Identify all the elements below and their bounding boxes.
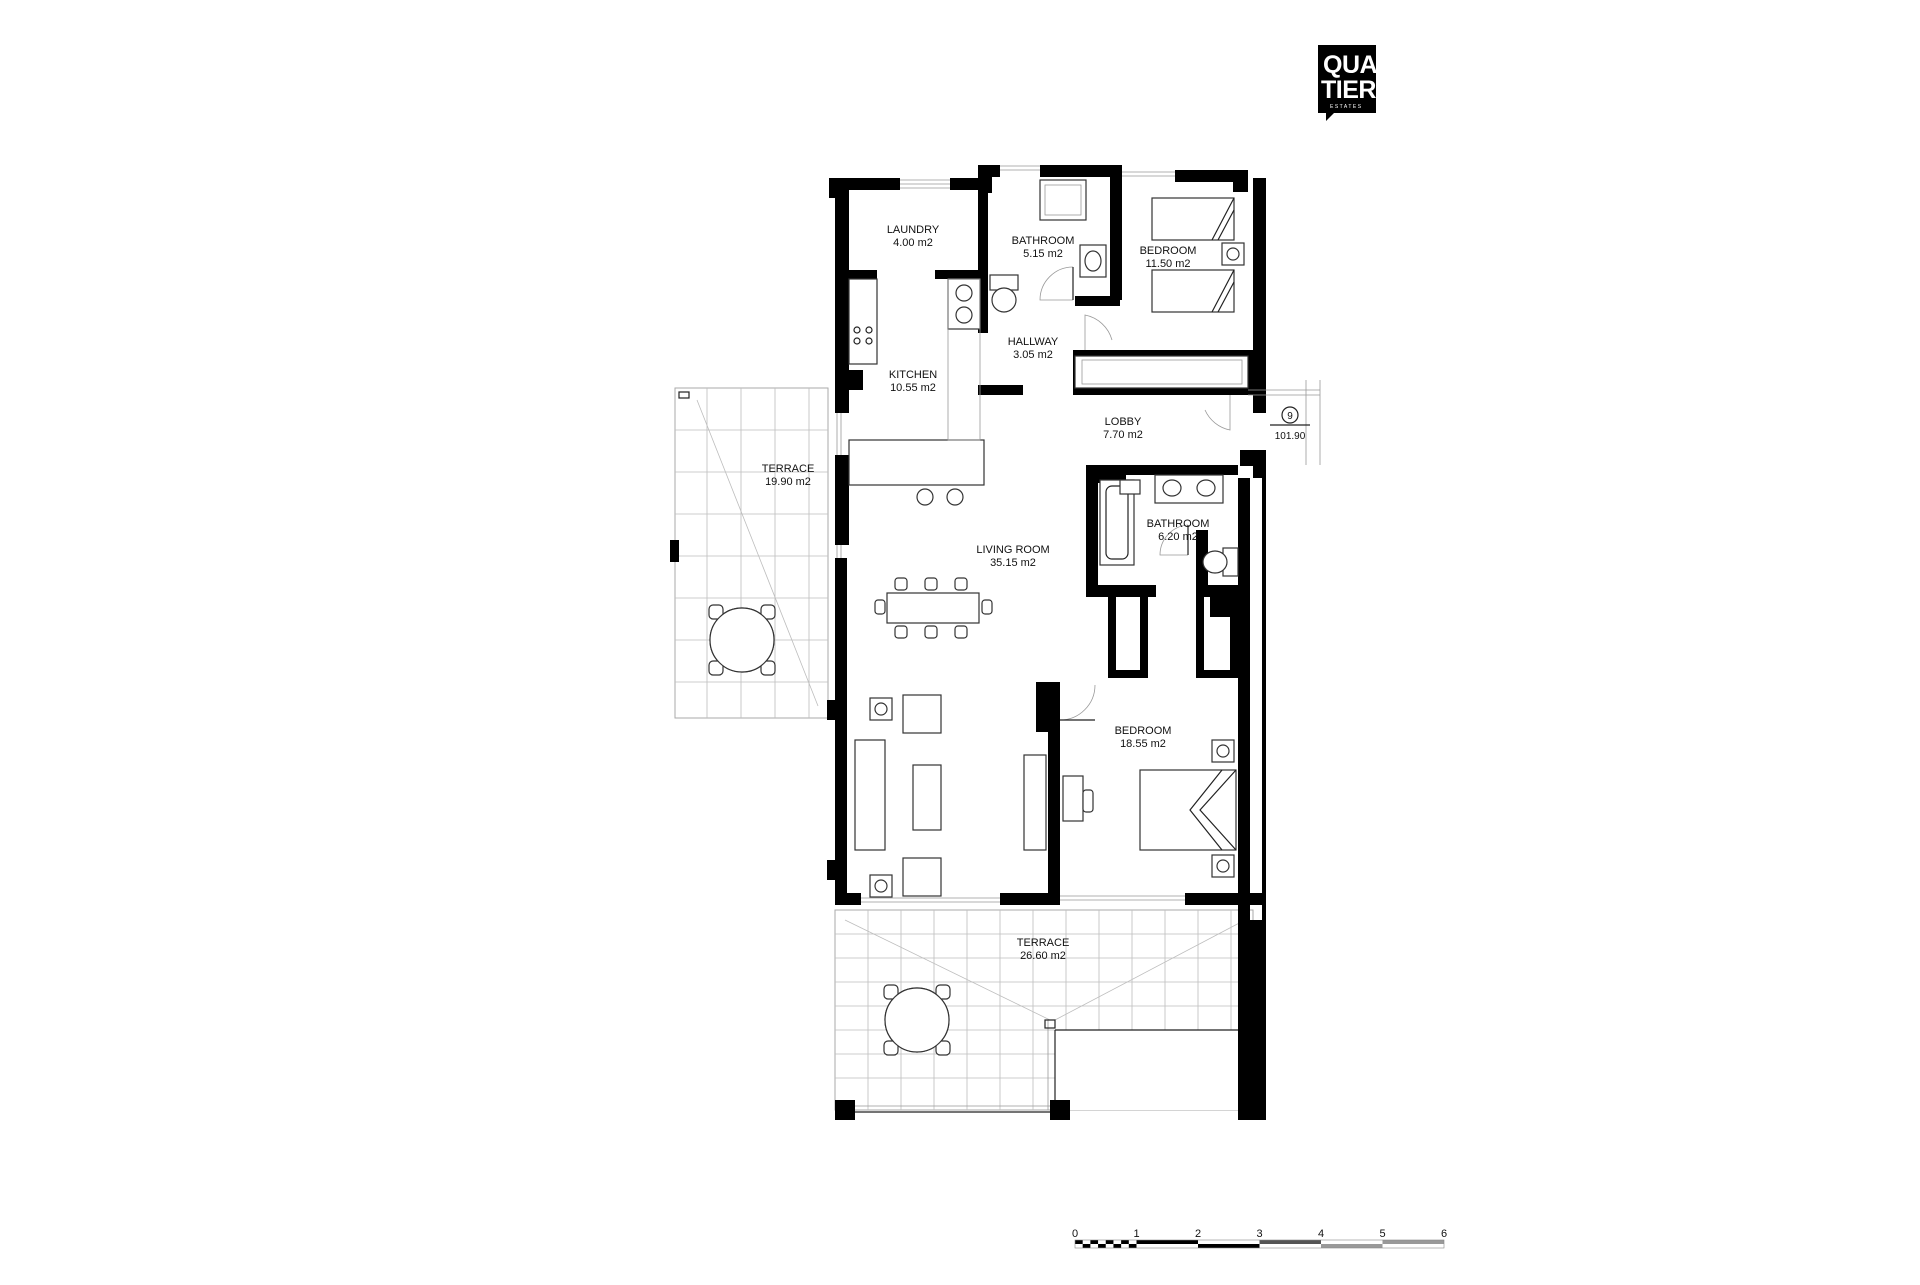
scale-bar-outline [1074, 1239, 1445, 1249]
level-number: 9 [1287, 411, 1293, 422]
hallway-area: 3.05 m2 [1013, 349, 1053, 361]
terrace-bottom-area [834, 909, 1254, 1120]
laundry-label: LAUNDRY [887, 224, 940, 236]
scale-bar-subsegment [1082, 1244, 1091, 1248]
scale-bar-subsegment [1105, 1240, 1114, 1244]
living-room-label: LIVING ROOM [976, 544, 1049, 556]
hallway-label: HALLWAY [1008, 336, 1059, 348]
bathroom1-area: 5.15 m2 [1023, 248, 1063, 260]
bedroom2-label: BEDROOM [1115, 725, 1172, 737]
bathroom2-area: 6.20 m2 [1158, 531, 1198, 543]
scale-bar-segment [1321, 1244, 1383, 1248]
scale-bar-tick-label: 1 [1133, 1228, 1139, 1240]
kitchen-area: 10.55 m2 [890, 382, 936, 394]
terrace-bottom-label: TERRACE [1017, 937, 1070, 949]
logo-line-2: TIERS [1321, 76, 1392, 104]
bedroom1-label: BEDROOM [1140, 245, 1197, 257]
laundry-area: 4.00 m2 [893, 237, 933, 249]
scale-bar-subsegment [1113, 1244, 1122, 1248]
scale-bar: 0 1 2 3 4 5 6 [1072, 1228, 1447, 1249]
lobby-label: LOBBY [1105, 416, 1142, 428]
logo-tagline: ESTATES [1330, 104, 1363, 110]
walls [827, 165, 1266, 1120]
terrace-left-area-text: 19.90 m2 [765, 476, 811, 488]
terrace-left-area [670, 387, 829, 719]
living-room-area: 35.15 m2 [990, 557, 1036, 569]
kitchen-label: KITCHEN [889, 369, 937, 381]
windows [836, 165, 1185, 903]
scale-bar-tick-label: 0 [1072, 1228, 1078, 1240]
scale-bar-tick-label: 3 [1256, 1228, 1262, 1240]
scale-bar-subsegment [1075, 1240, 1083, 1244]
lobby-area: 7.70 m2 [1103, 429, 1143, 441]
scale-bar-subsegment [1128, 1244, 1137, 1248]
scale-bar-tick-label: 2 [1195, 1228, 1201, 1240]
bedroom2-area: 18.55 m2 [1120, 738, 1166, 750]
scale-bar-tick-label: 6 [1441, 1228, 1447, 1240]
scale-bar-tick-label: 4 [1318, 1228, 1324, 1240]
scale-bar-tick-label: 5 [1379, 1228, 1385, 1240]
terrace-left-label: TERRACE [762, 463, 815, 475]
level-elevation: 101.90 [1275, 431, 1306, 442]
scale-bar-subsegment [1098, 1244, 1106, 1248]
bedroom1-area: 11.50 m2 [1145, 258, 1190, 270]
bathroom2-label: BATHROOM [1147, 518, 1210, 530]
scale-bar-segment [1259, 1240, 1321, 1244]
scale-bar-subsegment [1121, 1240, 1129, 1244]
terrace-bottom-area-text: 26.60 m2 [1020, 950, 1066, 962]
doors [1039, 266, 1321, 721]
bathroom1-label: BATHROOM [1012, 235, 1075, 247]
logo-line-1: QUAR [1323, 51, 1395, 79]
scale-bar-segment [1136, 1240, 1198, 1244]
scale-bar-segment [1382, 1240, 1444, 1244]
quartiers-logo: QUAR TIERS ESTATES [1318, 45, 1396, 121]
room-labels: LAUNDRY 4.00 m2 BATHROOM 5.15 m2 BEDROOM… [762, 224, 1306, 962]
scale-bar-subsegment [1090, 1240, 1099, 1244]
scale-bar-segment [1198, 1244, 1260, 1248]
fixtures [848, 179, 1310, 898]
